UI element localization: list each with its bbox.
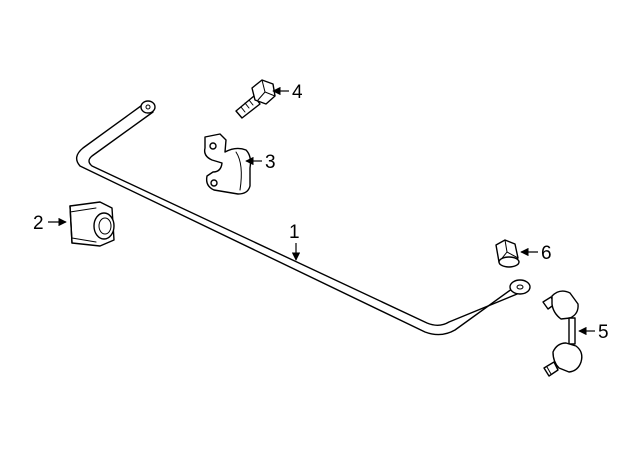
callout-label-6: 6 <box>541 243 552 264</box>
bushing <box>69 201 115 247</box>
callout-6: 6 <box>520 243 552 264</box>
callout-label-3: 3 <box>265 152 276 173</box>
callout-3: 3 <box>245 152 276 173</box>
bar-right-end-eye <box>509 279 531 295</box>
bracket <box>203 133 252 195</box>
stabilizer-link <box>542 290 583 377</box>
nut <box>495 239 520 268</box>
callout-label-1: 1 <box>289 222 300 243</box>
stabilizer-bar <box>75 100 531 336</box>
callout-label-2: 2 <box>33 213 44 234</box>
bar-left-end-eye <box>140 100 156 114</box>
callout-1: 1 <box>289 222 301 261</box>
callout-label-5: 5 <box>598 322 609 343</box>
callout-5: 5 <box>578 322 609 343</box>
callout-label-4: 4 <box>292 82 303 103</box>
bolt <box>235 79 276 119</box>
callout-2: 2 <box>33 213 67 234</box>
callout-4: 4 <box>272 82 303 103</box>
